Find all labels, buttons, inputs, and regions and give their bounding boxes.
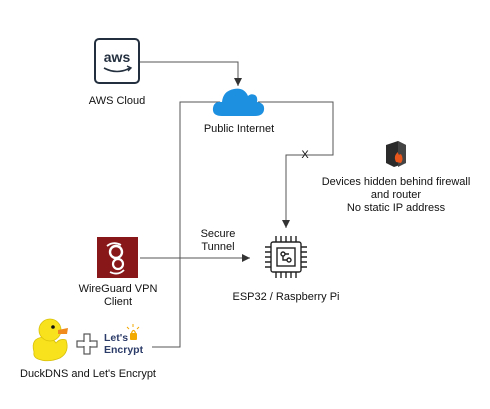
plus-icon	[76, 333, 98, 355]
wireguard-node: WireGuard VPN Client	[79, 237, 158, 308]
firewall-label-line-2: and router	[371, 189, 421, 201]
internet-label: Public Internet	[204, 123, 274, 135]
internet-node: Public Internet	[204, 88, 274, 135]
tunnel-label-line-1: Secure	[201, 228, 236, 240]
padlock-icon	[130, 333, 137, 340]
aws-to-internet-connector	[139, 61, 242, 86]
tunnel-label-line-2: Tunnel	[201, 241, 234, 253]
connectors	[139, 61, 334, 348]
wireguard-label-line-1: WireGuard VPN	[79, 283, 158, 295]
aws-label: AWS Cloud	[89, 95, 145, 107]
esp-node: ESP32 / Raspberry Pi	[233, 236, 340, 303]
duck-icon	[32, 318, 68, 362]
letsencrypt-line-1: Let's	[104, 332, 128, 344]
aws-node: aws AWS Cloud	[89, 38, 145, 107]
firewall-label-line-3: No static IP address	[347, 202, 446, 214]
cloud-icon	[212, 88, 265, 116]
letsencrypt-line-2: Encrypt	[104, 344, 144, 356]
firewall-node: Devices hidden behind firewall and route…	[322, 141, 471, 214]
duckdns-label: DuckDNS and Let's Encrypt	[20, 368, 156, 380]
esp-label: ESP32 / Raspberry Pi	[233, 291, 340, 303]
blocked-mark: X	[301, 149, 309, 161]
letsencrypt-logo: Let's Encrypt	[104, 324, 144, 356]
wireguard-label-line-2: Client	[104, 296, 132, 308]
firewall-label-line-1: Devices hidden behind firewall	[322, 176, 471, 188]
duckdns-to-internet-connector	[152, 101, 220, 348]
chip-icon	[265, 236, 307, 278]
internet-to-device-connector	[258, 101, 334, 228]
aws-icon: aws	[94, 38, 140, 84]
duckdns-node: Let's Encrypt DuckDNS and Let's Encrypt	[20, 318, 156, 380]
aws-logo-text: aws	[104, 49, 131, 65]
firewall-icon	[386, 141, 406, 167]
wireguard-icon	[97, 237, 138, 278]
